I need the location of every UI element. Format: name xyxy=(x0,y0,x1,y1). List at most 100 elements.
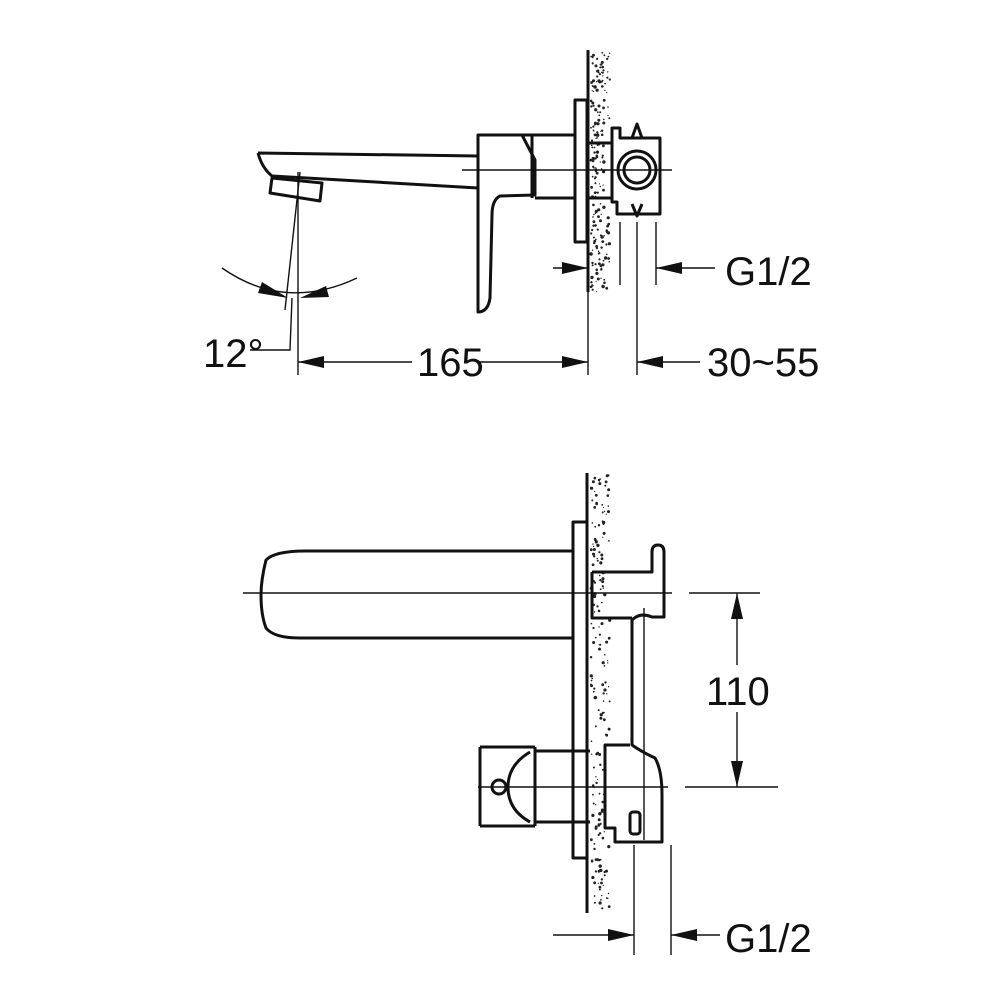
wall-speck xyxy=(602,205,606,209)
wall-speck xyxy=(593,90,595,93)
wall-speck xyxy=(601,284,605,289)
wall-speck xyxy=(591,677,594,680)
wall-speck xyxy=(600,553,604,557)
wall-speck xyxy=(600,133,604,137)
wall-speck xyxy=(601,577,605,581)
wall-speck xyxy=(607,242,612,246)
wall-speck xyxy=(591,249,594,251)
wall-speck xyxy=(593,476,597,480)
wall-speck xyxy=(604,681,607,684)
wall-speck xyxy=(598,812,602,816)
wall-speck xyxy=(600,878,604,881)
angle-label: 12° xyxy=(203,332,264,376)
wall-speck xyxy=(593,151,596,154)
wall-speck xyxy=(597,208,601,212)
wall-speck xyxy=(592,552,595,556)
wall-speck xyxy=(596,559,599,562)
wall-speck xyxy=(607,114,609,117)
center-distance-label: 110 xyxy=(706,670,770,714)
wall-speck xyxy=(602,692,605,695)
wall-speck xyxy=(593,881,596,885)
wall-speck xyxy=(601,79,604,82)
wall-speck xyxy=(600,60,604,64)
g12-arrows xyxy=(562,262,682,274)
wall-speck xyxy=(600,277,602,279)
wall-speck xyxy=(604,733,607,735)
wall-speck xyxy=(595,776,597,778)
wall-speck xyxy=(594,825,598,829)
wall-speck xyxy=(608,78,611,81)
wall-speck xyxy=(591,146,594,149)
wall-speck xyxy=(600,881,603,885)
length-dimension-lines xyxy=(297,172,700,375)
wall-speck xyxy=(592,802,595,805)
wall-speck xyxy=(601,661,605,665)
wall-speck xyxy=(598,888,601,891)
wall-speck xyxy=(606,224,609,228)
wall-speck xyxy=(590,105,593,108)
wall-speck xyxy=(607,845,611,849)
wall-speck xyxy=(601,768,604,771)
wall-speck xyxy=(592,53,595,57)
wall-speck xyxy=(602,884,604,887)
wall-speck xyxy=(606,91,608,94)
wall-speck xyxy=(591,487,593,490)
wall-speck xyxy=(602,531,606,535)
wall-speck xyxy=(591,288,594,291)
wall-speck xyxy=(594,176,597,179)
wall-speck xyxy=(607,474,610,477)
wall-speck xyxy=(589,285,593,289)
wall-speck xyxy=(605,513,607,515)
wall-speck xyxy=(607,662,609,664)
wall-speck xyxy=(602,69,605,72)
lever-handle xyxy=(476,133,537,314)
wall-speck xyxy=(594,490,596,492)
wall-plate xyxy=(573,98,589,244)
wall-speck xyxy=(601,683,605,687)
wall-speck xyxy=(595,271,599,275)
wall-speck xyxy=(596,70,599,73)
wall-speck xyxy=(593,213,595,216)
wall-speck xyxy=(590,838,593,842)
wall-speck xyxy=(590,275,594,280)
wall-speck xyxy=(593,695,598,700)
wall-speck xyxy=(596,543,600,548)
wall-speck xyxy=(605,869,608,873)
wall-speck xyxy=(597,818,601,822)
wall-speck xyxy=(603,256,608,260)
wall-speck xyxy=(603,711,605,714)
wall-speck xyxy=(595,752,598,756)
wall-speck xyxy=(590,622,593,625)
wall-speck xyxy=(594,539,596,542)
wall-speck xyxy=(607,636,611,640)
wall-speck xyxy=(597,250,600,253)
wall-speck xyxy=(591,499,594,502)
wall-speck xyxy=(593,895,596,897)
wall-speck xyxy=(598,480,601,482)
wall-speck xyxy=(595,804,597,806)
wall-speck xyxy=(594,870,598,873)
wall-speck xyxy=(599,716,603,720)
wall-speck xyxy=(600,622,604,626)
wall-speck xyxy=(594,209,598,213)
wall-speck xyxy=(596,228,599,231)
escutcheon-body xyxy=(522,133,575,200)
wall-speck xyxy=(590,281,593,284)
wall-speck xyxy=(607,257,610,260)
wall-speck xyxy=(595,167,597,169)
wall-speck xyxy=(593,611,596,613)
wall-speck xyxy=(607,905,611,908)
wall-speck xyxy=(596,75,599,78)
wall-speck xyxy=(602,700,605,702)
wall-speck xyxy=(601,51,604,54)
wall-speck xyxy=(592,543,594,545)
wall-speck xyxy=(602,536,604,538)
wall-speck xyxy=(605,243,608,246)
wall-speck xyxy=(593,901,596,904)
wall-speck xyxy=(607,892,610,895)
wall-speck xyxy=(589,252,593,256)
wall-speck xyxy=(601,836,605,840)
wall-speck xyxy=(593,581,597,584)
